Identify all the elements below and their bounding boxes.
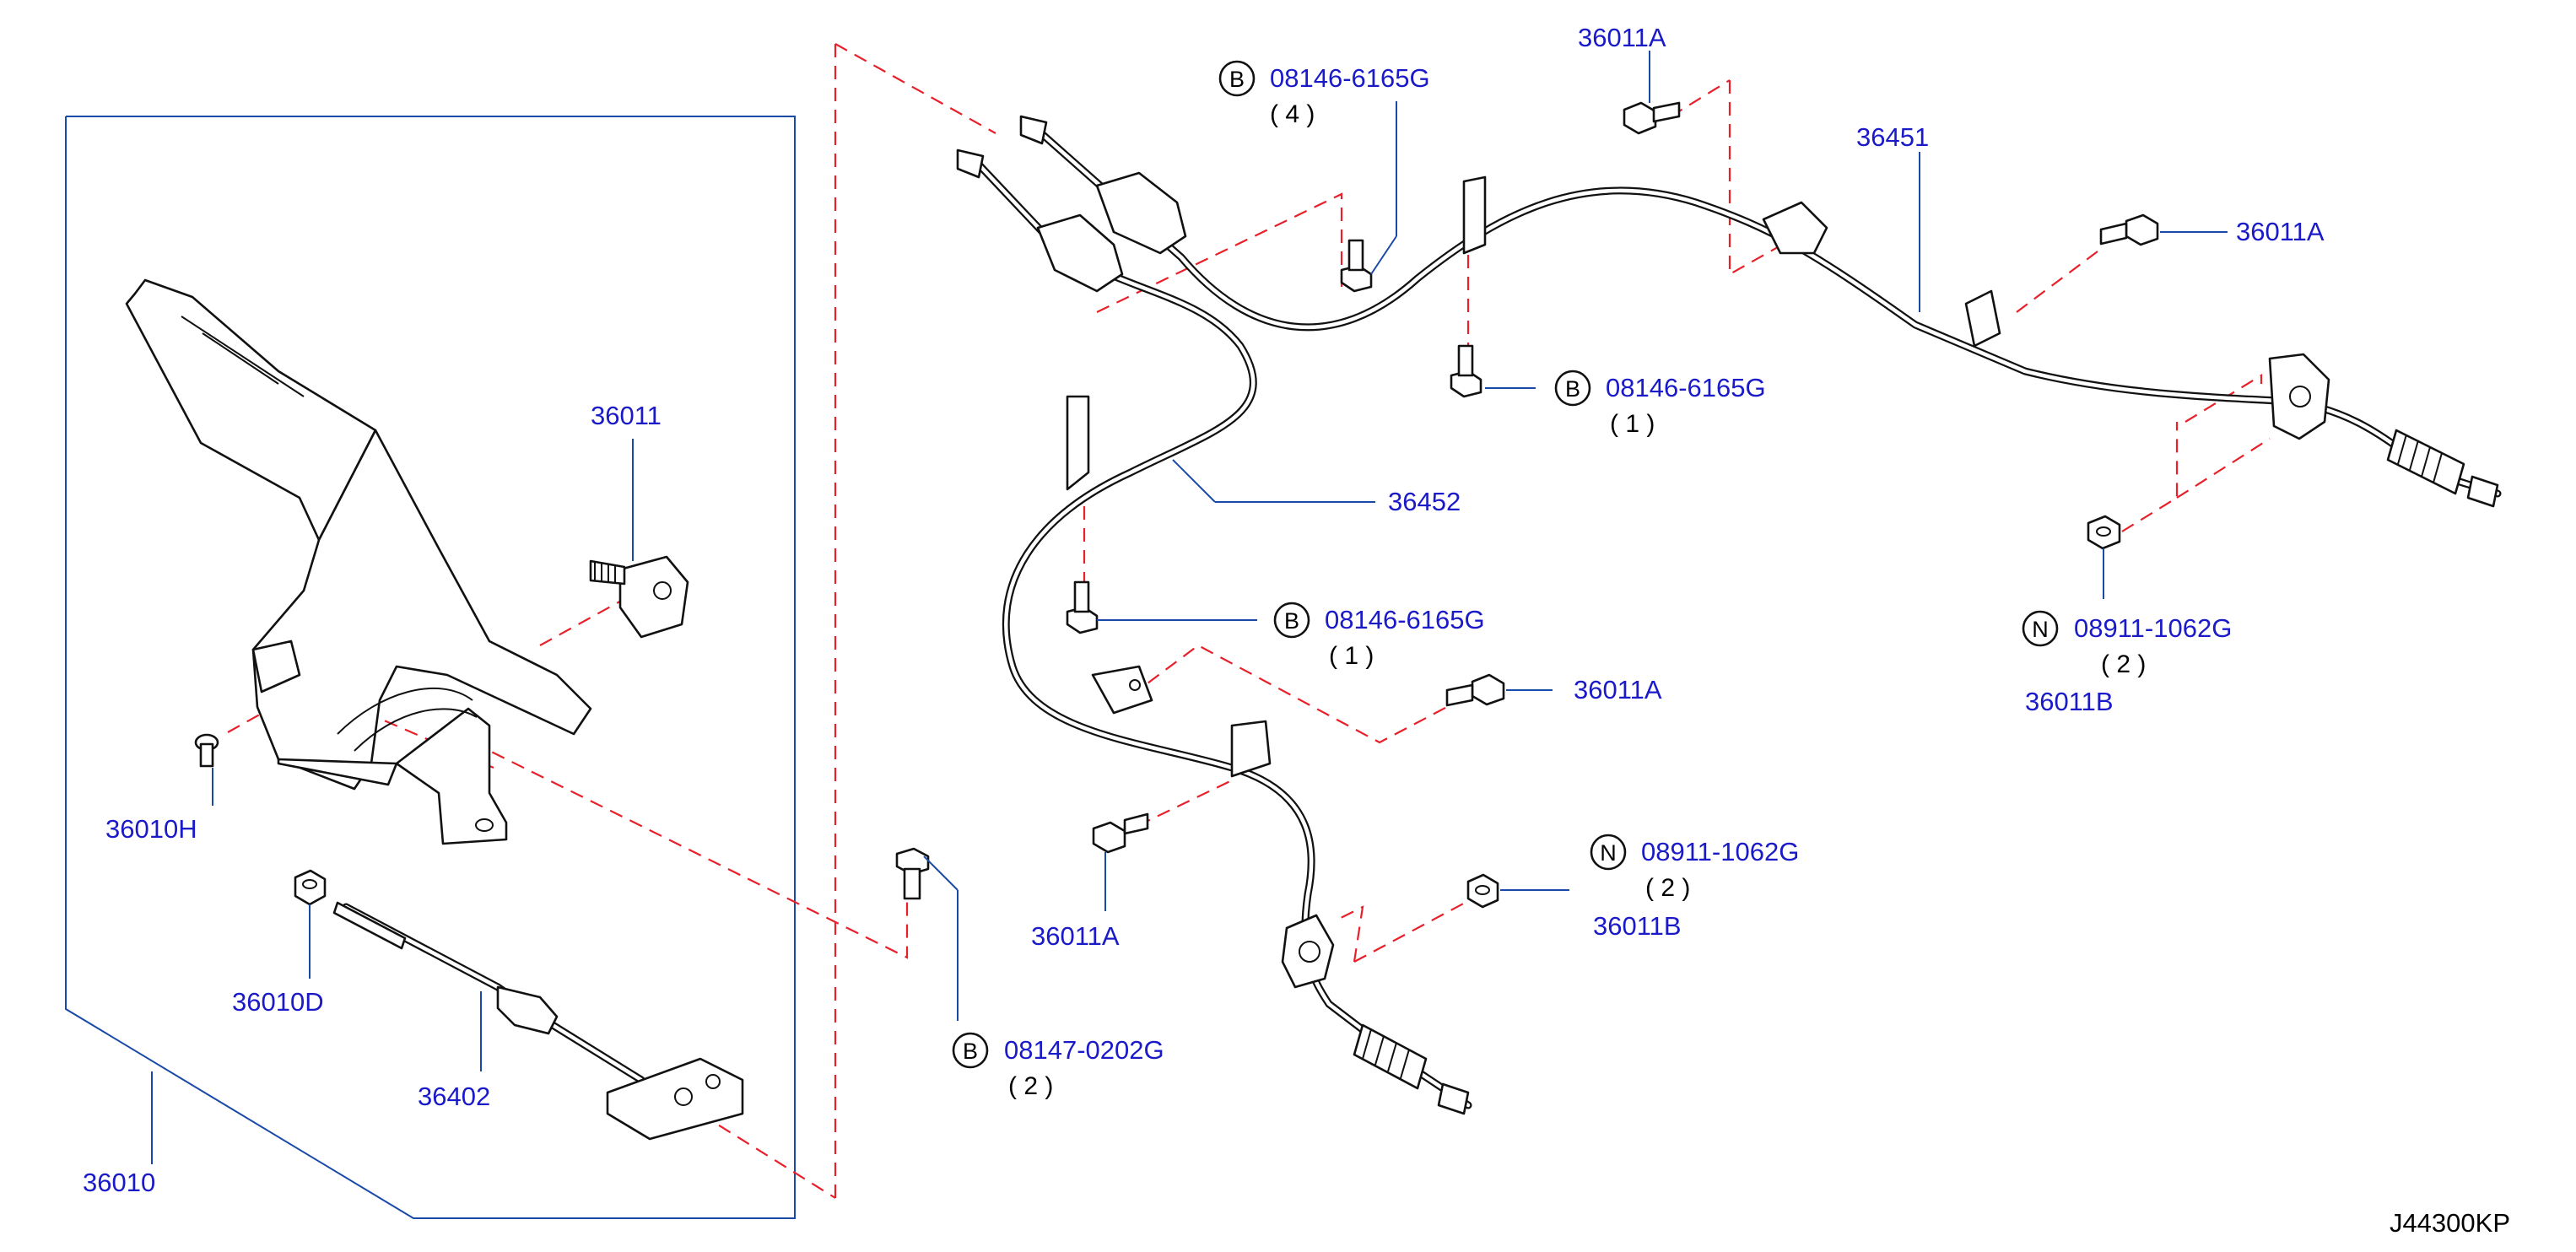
callout-bolt-top: B 08146-6165G ( 4 ) [1218, 60, 1430, 128]
label-36011a-mid: 36011A [1574, 675, 1662, 704]
rear-cable-right-36451 [1019, 115, 2502, 508]
front-cable-36402 [332, 901, 744, 1141]
nut-36011b-low-hw [1466, 873, 1499, 909]
bolt-marker-icon: B [963, 1039, 978, 1064]
label-36011a-right: 36011A [2236, 217, 2325, 246]
leader-lines [151, 51, 2228, 1164]
label-bolt-left: 08146-6165G [1325, 605, 1485, 634]
nut-36011b-right-hw [2087, 515, 2121, 550]
label-36451: 36451 [1856, 122, 1929, 152]
cable-clip-36011 [589, 555, 689, 639]
bolt-36011a-low-hw [1092, 812, 1149, 854]
label-36452: 36452 [1388, 487, 1461, 516]
callout-bolt-left: B 08146-6165G ( 1 ) [1273, 602, 1485, 670]
callout-bolt-0202: B 08147-0202G ( 2 ) [952, 1032, 1164, 1100]
rear-cable-left-36452 [956, 148, 1472, 1115]
label-36011a-low: 36011A [1031, 921, 1120, 951]
label-bolt-0202: 08147-0202G [1004, 1035, 1164, 1065]
label-36011: 36011 [591, 401, 662, 430]
callout-nut-low: N 08911-1062G ( 2 ) [1590, 834, 1799, 902]
qty-bolt-left: ( 1 ) [1329, 642, 1374, 670]
bolt-08146-6165g-top-hw [1340, 239, 1373, 293]
label-36011b-right: 36011B [2025, 687, 2114, 716]
qty-bolt-mid: ( 1 ) [1610, 410, 1655, 438]
screw-36010h [194, 733, 219, 768]
bolt-marker-icon: B [1229, 67, 1245, 92]
parking-brake-lever [125, 278, 592, 845]
part-labels: 36010 36010H 36010D 36402 36011 36452 36… [83, 23, 2325, 1197]
assembly-frame-36010 [65, 116, 796, 1219]
qty-nut-right: ( 2 ) [2101, 650, 2146, 678]
bolt-36011a-right-hw [2099, 213, 2159, 246]
label-bolt-top: 08146-6165G [1270, 63, 1430, 93]
qty-nut-low: ( 2 ) [1645, 874, 1690, 902]
label-nut-low: 08911-1062G [1641, 837, 1799, 866]
label-36010h: 36010H [105, 814, 197, 844]
bolt-marker-icon: B [1284, 608, 1299, 634]
bolt-36011a-mid-hw [1445, 673, 1505, 707]
nut-marker-icon: N [2032, 617, 2049, 642]
callout-bolt-mid: B 08146-6165G ( 1 ) [1554, 370, 1766, 438]
bolt-08146-6165g-mid-hw [1450, 344, 1482, 398]
qty-bolt-0202: ( 2 ) [1008, 1072, 1053, 1100]
bolt-marker-icon: B [1565, 376, 1580, 402]
diagram-code: J44300KP [2390, 1208, 2510, 1238]
label-bolt-mid: 08146-6165G [1606, 373, 1766, 402]
nut-marker-icon: N [1600, 840, 1617, 866]
qty-bolt-top: ( 4 ) [1270, 100, 1315, 128]
label-36011a-top: 36011A [1578, 23, 1666, 52]
bolt-08147-0202g [895, 847, 930, 900]
label-nut-right: 08911-1062G [2074, 613, 2232, 643]
label-36402: 36402 [418, 1082, 490, 1111]
bolt-08146-6165g-left-hw [1066, 580, 1099, 634]
bolt-36011a-top-hw [1623, 101, 1681, 135]
label-36010d: 36010D [232, 987, 324, 1017]
label-36011b-low: 36011B [1593, 911, 1682, 941]
nut-36010d [294, 869, 327, 906]
label-36010: 36010 [83, 1168, 155, 1197]
callout-nut-right: N 08911-1062G ( 2 ) [2022, 610, 2232, 678]
